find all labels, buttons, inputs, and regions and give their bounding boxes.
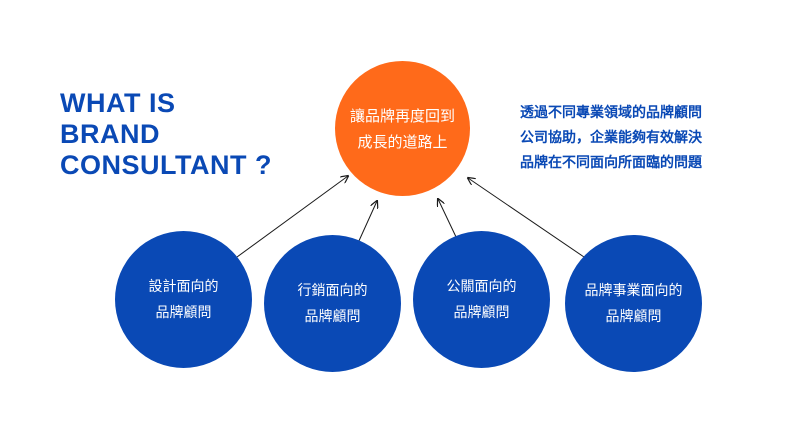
arrow-marketing-to-goal	[357, 201, 377, 244]
goal-line-2: 成長的道路上	[357, 132, 448, 151]
pr-consultant-line-2: 品牌顧問	[453, 304, 510, 321]
design-consultant-line-2: 品牌顧問	[155, 304, 212, 321]
pr-consultant-circle: 公關面向的 品牌顧問	[413, 231, 550, 368]
arrow-design-to-goal	[236, 176, 348, 258]
description-line-2: 公司協助，企業能夠有效解決	[520, 130, 702, 146]
arrow-business-to-goal	[468, 178, 585, 258]
title-line-2: BRAND	[60, 119, 160, 149]
page-title: WHAT IS BRAND CONSULTANT ?	[60, 88, 272, 181]
goal-circle: 讓品牌再度回到 成長的道路上	[335, 61, 470, 196]
marketing-consultant-line-1: 行銷面向的	[297, 282, 368, 299]
business-consultant-line-1: 品牌事業面向的	[584, 282, 683, 299]
description-text: 透過不同專業領域的品牌顧問 公司協助，企業能夠有效解決 品牌在不同面向所面臨的問…	[520, 101, 702, 176]
description-line-1: 透過不同專業領域的品牌顧問	[520, 105, 702, 121]
goal-line-1: 讓品牌再度回到	[349, 106, 455, 125]
title-line-3: CONSULTANT ?	[60, 150, 272, 180]
description-line-3: 品牌在不同面向所面臨的問題	[520, 155, 702, 171]
marketing-consultant-circle: 行銷面向的 品牌顧問	[264, 235, 401, 372]
design-consultant-line-1: 設計面向的	[148, 278, 219, 295]
marketing-consultant-line-2: 品牌顧問	[304, 308, 361, 325]
design-consultant-circle: 設計面向的 品牌顧問	[115, 231, 252, 368]
title-line-1: WHAT IS	[60, 88, 176, 118]
business-consultant-line-2: 品牌顧問	[605, 308, 662, 325]
pr-consultant-line-1: 公關面向的	[446, 278, 517, 295]
business-consultant-circle: 品牌事業面向的 品牌顧問	[565, 235, 702, 372]
arrow-pr-to-goal	[438, 199, 458, 240]
